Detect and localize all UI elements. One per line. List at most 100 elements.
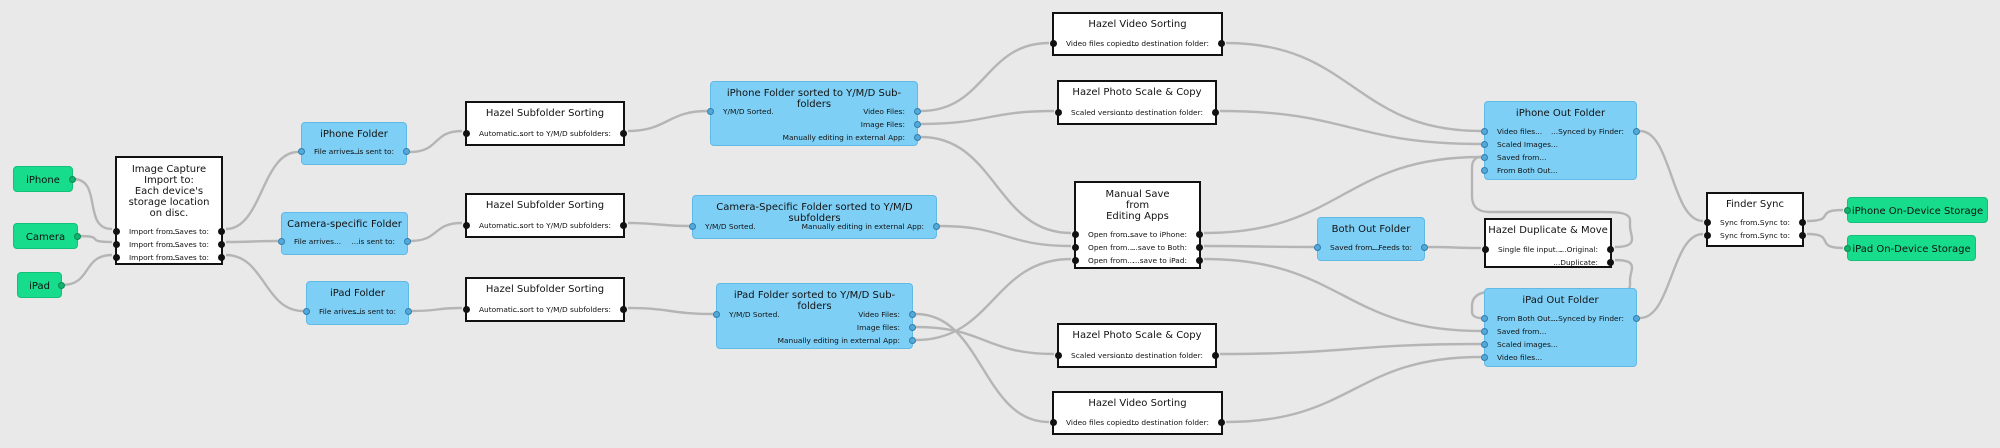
output-port[interactable]: [218, 241, 225, 248]
input-port[interactable]: [1050, 419, 1057, 426]
input-port[interactable]: [1314, 244, 1321, 251]
row-input-label: Automatic...: [479, 305, 524, 314]
input-port[interactable]: [1481, 154, 1488, 161]
camera-sorted-folder-node[interactable]: Camera-Specific Folder sorted to Y/M/D s…: [689, 195, 940, 239]
hazel-photo-scale-bottom-node[interactable]: Hazel Photo Scale & Copy Scaled version.…: [1055, 323, 1219, 368]
output-port[interactable]: [1196, 257, 1203, 264]
input-port[interactable]: [298, 148, 305, 155]
output-port[interactable]: [58, 282, 65, 289]
node-row: Open from......save to iPad:: [1072, 254, 1203, 267]
input-port[interactable]: [1704, 219, 1711, 226]
iphone-sorted-folder-node[interactable]: iPhone Folder sorted to Y/M/D Sub-folder…: [707, 81, 921, 146]
output-port[interactable]: [1196, 231, 1203, 238]
hazel-subfolder-sorting-camera-node[interactable]: Hazel Subfolder Sorting Automatic......s…: [463, 193, 627, 238]
input-port[interactable]: [113, 241, 120, 248]
ipad-folder-node[interactable]: iPad Folder File arives......is sent to:: [303, 281, 412, 325]
row-output-label: ...sort to Y/M/D subfolders:: [512, 221, 611, 230]
output-port[interactable]: [1212, 352, 1219, 359]
output-port[interactable]: [914, 108, 921, 115]
input-port[interactable]: [1072, 244, 1079, 251]
output-port[interactable]: [620, 306, 627, 313]
output-port[interactable]: [74, 233, 81, 240]
output-port[interactable]: [1633, 315, 1640, 322]
input-port[interactable]: [463, 130, 470, 137]
camera-folder-node[interactable]: Camera-specific Folder File arrives.....…: [278, 212, 411, 255]
input-port[interactable]: [1481, 128, 1488, 135]
output-port[interactable]: [620, 222, 627, 229]
input-port[interactable]: [1481, 354, 1488, 361]
output-port[interactable]: [1799, 219, 1806, 226]
ipad-storage-node[interactable]: iPad On-Device Storage: [1844, 235, 1976, 261]
input-port[interactable]: [1481, 141, 1488, 148]
iphone-source-node[interactable]: iPhone: [13, 166, 76, 192]
connection-wire: [1225, 355, 1482, 424]
output-port[interactable]: [1799, 232, 1806, 239]
output-port[interactable]: [909, 311, 916, 318]
ipad-source-node[interactable]: iPad: [17, 272, 65, 298]
camera-source-node[interactable]: Camera: [13, 223, 81, 249]
output-port[interactable]: [909, 324, 916, 331]
input-port[interactable]: [278, 238, 285, 245]
node-title: Image Capture Import to: Each device's s…: [128, 164, 210, 219]
output-port[interactable]: [1196, 244, 1203, 251]
input-port[interactable]: [1481, 315, 1488, 322]
hazel-subfolder-sorting-iphone-node[interactable]: Hazel Subfolder Sorting Automatic......s…: [463, 101, 627, 146]
connection-wire: [1219, 342, 1482, 356]
output-port[interactable]: [69, 176, 76, 183]
ipad-out-folder-node[interactable]: iPad Out Folder From Both Out......Synce…: [1481, 288, 1640, 367]
output-port[interactable]: [218, 254, 225, 261]
output-port[interactable]: [1633, 128, 1640, 135]
hazel-photo-scale-top-node[interactable]: Hazel Photo Scale & Copy Scaled version.…: [1055, 80, 1219, 125]
node-row: Saved from......Feeds to:: [1314, 241, 1428, 254]
output-port[interactable]: [403, 148, 410, 155]
input-port[interactable]: [1055, 109, 1062, 116]
output-port[interactable]: [909, 337, 916, 344]
output-port[interactable]: [1218, 419, 1225, 426]
input-port[interactable]: [1481, 167, 1488, 174]
hazel-duplicate-move-node[interactable]: Hazel Duplicate & Move Single file input…: [1482, 218, 1614, 268]
input-port[interactable]: [113, 228, 120, 235]
ipad-sorted-folder-node[interactable]: iPad Folder sorted to Y/M/D Sub-folders …: [713, 283, 916, 349]
iphone-storage-node[interactable]: iPhone On-Device Storage: [1844, 197, 1988, 223]
iphone-out-folder-node[interactable]: iPhone Out Folder Video files......Synce…: [1481, 101, 1640, 180]
input-port[interactable]: [1844, 207, 1851, 214]
input-port[interactable]: [713, 311, 720, 318]
input-port[interactable]: [1072, 257, 1079, 264]
manual-save-node[interactable]: Manual Save from Editing Apps Open from.…: [1072, 181, 1203, 269]
output-port[interactable]: [404, 238, 411, 245]
iphone-folder-node[interactable]: iPhone Folder File arrives......is sent …: [298, 122, 410, 165]
input-port[interactable]: [1844, 245, 1851, 252]
finder-sync-node[interactable]: Finder Sync Sync from......Sync to: Sync…: [1704, 192, 1806, 247]
input-port[interactable]: [1704, 232, 1711, 239]
input-port[interactable]: [689, 223, 696, 230]
image-capture-node[interactable]: Image Capture Import to: Each device's s…: [113, 156, 225, 265]
hazel-video-sorting-bottom-node[interactable]: Hazel Video Sorting Video files copied..…: [1050, 391, 1225, 435]
output-port[interactable]: [914, 121, 921, 128]
row-input-label: File arives...: [319, 307, 364, 316]
output-port[interactable]: [933, 223, 940, 230]
output-port[interactable]: [1607, 259, 1614, 266]
input-port[interactable]: [1481, 328, 1488, 335]
input-port[interactable]: [463, 306, 470, 313]
output-port[interactable]: [914, 134, 921, 141]
input-port[interactable]: [463, 222, 470, 229]
input-port[interactable]: [1482, 246, 1489, 253]
input-port[interactable]: [113, 254, 120, 261]
output-port[interactable]: [1218, 40, 1225, 47]
input-port[interactable]: [707, 108, 714, 115]
output-port[interactable]: [620, 130, 627, 137]
hazel-video-sorting-top-node[interactable]: Hazel Video Sorting Video files copied..…: [1050, 12, 1225, 56]
output-port[interactable]: [218, 228, 225, 235]
input-port[interactable]: [1072, 231, 1079, 238]
input-port[interactable]: [1055, 352, 1062, 359]
output-port[interactable]: [1607, 246, 1614, 253]
output-port[interactable]: [1421, 244, 1428, 251]
hazel-subfolder-sorting-ipad-node[interactable]: Hazel Subfolder Sorting Automatic......s…: [463, 277, 627, 322]
row-input-label: Scaled Images...: [1497, 140, 1558, 149]
input-port[interactable]: [303, 308, 310, 315]
input-port[interactable]: [1050, 40, 1057, 47]
input-port[interactable]: [1481, 341, 1488, 348]
both-out-folder-node[interactable]: Both Out Folder Saved from......Feeds to…: [1314, 217, 1428, 261]
output-port[interactable]: [405, 308, 412, 315]
output-port[interactable]: [1212, 109, 1219, 116]
